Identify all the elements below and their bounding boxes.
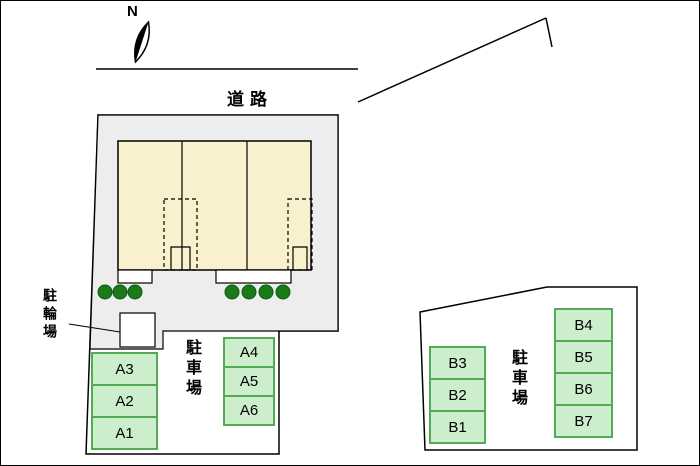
parking-space-b6: B6 (554, 372, 613, 406)
stairwell-dashed-outline (287, 198, 313, 271)
stairs-steps (170, 246, 191, 270)
parking-space-a4: A4 (223, 337, 275, 368)
parking-area-a-label: 駐車場 (183, 339, 200, 399)
parking-space-b7: B7 (554, 404, 613, 438)
parking-space-a1: A1 (91, 416, 158, 450)
parking-space-a5: A5 (223, 366, 275, 397)
north-arrow-icon (134, 20, 150, 64)
neighbor-boundary-line (545, 17, 553, 48)
road-label: 道路 (227, 90, 273, 109)
bicycle-parking-box (119, 312, 156, 348)
parking-space-a3: A3 (91, 352, 158, 386)
stairwell-dashed-outline (163, 198, 198, 271)
entrance-porch (215, 269, 292, 284)
parking-space-a6: A6 (223, 395, 275, 426)
parking-space-b2: B2 (429, 378, 486, 412)
stairs-steps (292, 246, 308, 270)
building-outline (117, 140, 312, 271)
parking-area-b-label: 駐車場 (509, 349, 526, 409)
road-edge-line (357, 17, 547, 103)
parking-space-a2: A2 (91, 384, 158, 418)
bicycle-parking-label: 駐輪場 (42, 288, 58, 342)
parking-space-b5: B5 (554, 340, 613, 374)
north-label: N (127, 3, 138, 20)
entrance-porch (117, 269, 153, 284)
bicycle-parking-leader-line (68, 323, 121, 333)
parking-space-b4: B4 (554, 308, 613, 342)
tree-icons (97, 284, 291, 300)
parking-space-b1: B1 (429, 410, 486, 444)
parking-space-b3: B3 (429, 346, 486, 380)
